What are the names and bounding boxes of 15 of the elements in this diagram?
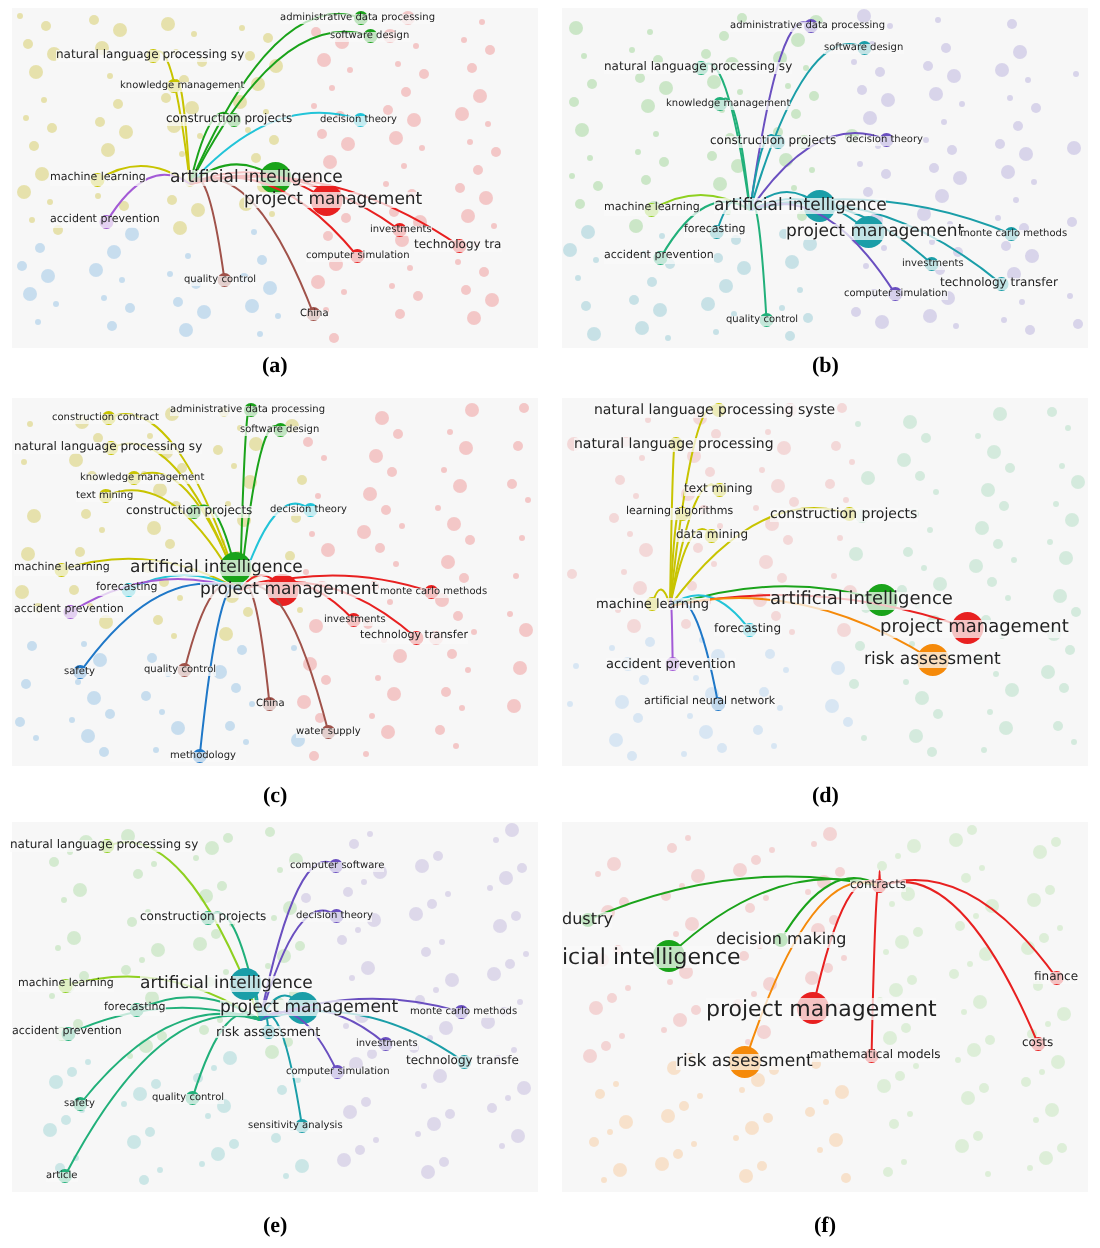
keyword-label: project management <box>706 997 937 1019</box>
panel-label: (b) <box>812 356 839 378</box>
keyword-label: dustry <box>562 912 613 928</box>
keyword-label: artificial intelligence <box>130 559 303 577</box>
keyword-label: artificial intelligence <box>170 169 343 187</box>
keyword-label: artificial intelligence <box>770 591 953 609</box>
panel-label: (e) <box>263 1216 288 1238</box>
keyword-label: artificial intelligence <box>140 975 313 993</box>
panel-label: (f) <box>814 1216 836 1238</box>
panel-label: (a) <box>262 356 288 378</box>
keyword-label: icial intelligence <box>562 945 741 967</box>
panel-label: (d) <box>812 786 839 808</box>
keyword-label: decision making <box>716 932 847 948</box>
panel-label: (c) <box>263 786 288 808</box>
keyword-label: artificial intelligence <box>714 197 887 215</box>
